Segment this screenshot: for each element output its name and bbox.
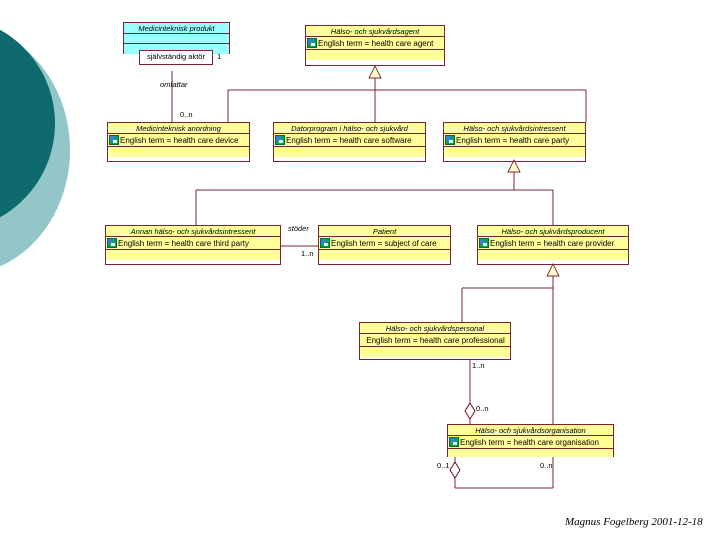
class-name: Hälso- och sjukvårdsagent bbox=[306, 26, 444, 37]
multiplicity-01-org-left: 0..1 bbox=[437, 461, 450, 470]
class-halso-och-sjukvardspersonal[interactable]: Hälso- och sjukvårdspersonal English ter… bbox=[359, 322, 511, 360]
class-attribute: English term = health care organisation bbox=[448, 436, 613, 449]
note-icon bbox=[307, 38, 317, 48]
class-name: Medicinteknisk anordning bbox=[108, 123, 249, 134]
association-label-omfattar: omfattar bbox=[160, 80, 188, 89]
class-name: Medicinteknisk produkt bbox=[124, 23, 229, 34]
class-name: Datorprogram i hälso- och sjukvård bbox=[274, 123, 425, 134]
class-operations-compartment bbox=[360, 347, 510, 357]
multiplicity-1n-patient: 1..n bbox=[301, 249, 314, 258]
author-signature: Magnus Fogelberg 2001-12-18 bbox=[565, 516, 703, 528]
association-label-stoder: stöder bbox=[288, 224, 309, 233]
multiplicity-0n-org-top: 0..n bbox=[476, 404, 489, 413]
attribute-text: English term = health care party bbox=[456, 135, 570, 145]
attribute-text: English term = health care software bbox=[286, 135, 412, 145]
note-icon bbox=[479, 238, 489, 248]
class-halso-och-sjukvardsintressent[interactable]: Hälso- och sjukvårdsintressent English t… bbox=[443, 122, 586, 162]
class-attribute: English term = health care software bbox=[274, 134, 425, 147]
class-name: Hälso- och sjukvårdsorganisation bbox=[448, 425, 613, 436]
attribute-text: English term = subject of care bbox=[331, 238, 437, 248]
class-name: Hälso- och sjukvårdsproducent bbox=[478, 226, 628, 237]
class-attributes-compartment bbox=[124, 34, 229, 44]
attribute-text: English term = health care device bbox=[120, 135, 239, 145]
multiplicity-1-top: 1 bbox=[217, 52, 222, 61]
class-halso-och-sjukvardsproducent[interactable]: Hälso- och sjukvårdsproducent English te… bbox=[477, 225, 629, 265]
class-halso-och-sjukvardsagent[interactable]: Hälso- och sjukvårdsagent English term =… bbox=[305, 25, 445, 66]
attribute-text: English term = health care third party bbox=[118, 238, 249, 248]
class-attribute: English term = health care third party bbox=[106, 237, 280, 250]
class-name: Hälso- och sjukvårdsintressent bbox=[444, 123, 585, 134]
note-icon bbox=[445, 135, 455, 145]
class-annan-halso-och-sjukvardsintressent[interactable]: Annan hälso- och sjukvårdsintressent Eng… bbox=[105, 225, 281, 265]
class-operations-compartment bbox=[106, 250, 280, 260]
note-icon bbox=[320, 238, 330, 248]
class-name: Patient bbox=[319, 226, 450, 237]
attribute-text: English term = health care professional bbox=[366, 335, 505, 345]
attribute-text: English term = health care provider bbox=[490, 238, 615, 248]
class-attribute: English term = health care device bbox=[108, 134, 249, 147]
note-icon bbox=[449, 437, 459, 447]
class-attribute: English term = health care party bbox=[444, 134, 585, 147]
note-icon bbox=[109, 135, 119, 145]
multiplicity-0n-org-right: 0..n bbox=[540, 461, 553, 470]
multiplicity-0n-device: 0..n bbox=[180, 110, 193, 119]
class-operations-compartment bbox=[319, 250, 450, 260]
attribute-text: English term = health care organisation bbox=[460, 437, 599, 447]
multiplicity-1n-personal: 1..n bbox=[472, 361, 485, 370]
class-medicinteknisk-anordning[interactable]: Medicinteknisk anordning English term = … bbox=[107, 122, 250, 162]
note-icon bbox=[275, 135, 285, 145]
class-attribute: English term = health care provider bbox=[478, 237, 628, 250]
note-icon bbox=[107, 238, 117, 248]
class-name: Hälso- och sjukvårdspersonal bbox=[360, 323, 510, 334]
class-name: Annan hälso- och sjukvårdsintressent bbox=[106, 226, 280, 237]
class-operations-compartment bbox=[448, 449, 613, 457]
class-patient[interactable]: Patient English term = subject of care bbox=[318, 225, 451, 265]
class-datorprogram-i-halso-och-sjukvard[interactable]: Datorprogram i hälso- och sjukvård Engli… bbox=[273, 122, 426, 162]
class-attribute: English term = health care agent bbox=[306, 37, 444, 50]
class-operations-compartment bbox=[478, 250, 628, 260]
class-operations-compartment bbox=[306, 50, 444, 60]
class-operations-compartment bbox=[444, 147, 585, 157]
class-halso-och-sjukvardsorganisation[interactable]: Hälso- och sjukvårdsorganisation English… bbox=[447, 424, 614, 457]
class-operations-compartment bbox=[274, 147, 425, 157]
attribute-text: English term = health care agent bbox=[318, 38, 434, 48]
class-operations-compartment bbox=[108, 147, 249, 157]
class-attribute: English term = subject of care bbox=[319, 237, 450, 250]
role-box-sjalvstandig-aktor[interactable]: självständig aktör bbox=[139, 50, 213, 65]
class-operations-compartment bbox=[124, 44, 229, 54]
class-attribute: English term = health care professional bbox=[360, 334, 510, 347]
